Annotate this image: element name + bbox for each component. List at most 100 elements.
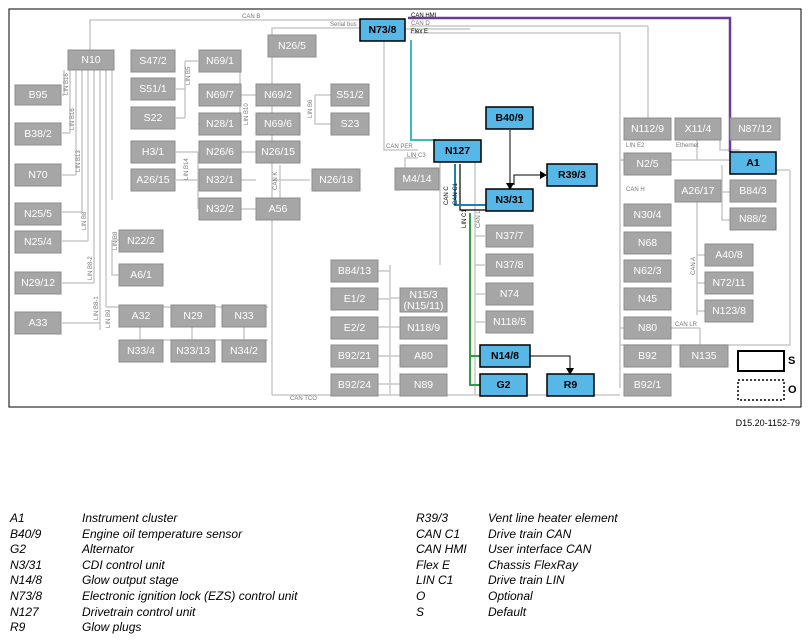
component-a6-1: A6/1 <box>118 263 164 287</box>
figure-id: D15.20-1152-79 <box>735 418 800 428</box>
component-n25-4: N25/4 <box>14 230 62 254</box>
legend-text: Drive train CAN <box>488 526 572 541</box>
component-label: N15/3 <box>409 289 437 301</box>
component-label: N26/18 <box>319 174 353 186</box>
bus-label-lin-b9: LIN B9 <box>106 309 112 328</box>
component-n3-31: N3/31 <box>485 188 534 212</box>
bus-label-lin-b8-1: LIN B8-1 <box>94 296 100 320</box>
component-n135: N135 <box>679 344 729 368</box>
component-n10: N10 <box>67 49 115 71</box>
bus-label-lin-b16-b: LIN B16 <box>70 108 76 130</box>
legend-text: User interface CAN <box>488 542 592 557</box>
component-s22: S22 <box>130 106 176 130</box>
component-label: A33 <box>29 317 48 329</box>
legend-text: Default <box>488 604 527 619</box>
component-n118-9: N118/9 <box>399 316 448 340</box>
bus-label-can-tco: CAN TCO <box>290 396 317 402</box>
component-label: N74 <box>500 288 519 300</box>
legend-code: O <box>416 588 426 603</box>
component-label: N70 <box>28 169 47 181</box>
component-a26-17: A26/17 <box>674 179 722 203</box>
component-label: N25/5 <box>24 208 52 220</box>
component-label: B84/13 <box>338 265 371 277</box>
legend-code: B40/9 <box>10 526 42 541</box>
diagram-frame <box>8 8 802 408</box>
component-b92: B92 <box>623 344 672 368</box>
component-b84-13: B84/13 <box>330 259 379 283</box>
component-n127: N127 <box>433 139 482 163</box>
component-n33: N33 <box>221 304 267 328</box>
bus-label-lin-b13: LIN B13 <box>76 150 82 172</box>
component-n26-6: N26/6 <box>198 140 242 164</box>
component-label: N28/1 <box>206 118 234 130</box>
component-n15-3: N15/3(N15/11) <box>399 287 448 313</box>
legend-text: CDI control unit <box>82 557 165 572</box>
component-label: N2/5 <box>636 158 658 170</box>
component-label: B92/1 <box>634 379 662 391</box>
component-m4-14: M4/14 <box>394 167 440 191</box>
component-label: N29 <box>183 310 202 322</box>
bus-label-can-hmi: CAN HMI <box>411 13 437 19</box>
component-n89: N89 <box>399 373 448 397</box>
component-n62-3: N62/3 <box>623 259 672 283</box>
legend-text: Alternator <box>82 542 135 557</box>
component-label: N3/31 <box>495 194 523 206</box>
key-default-swatch <box>737 350 785 372</box>
bus-label-lin-b8-2: LIN B8-2 <box>88 256 94 280</box>
bus-label-lin-b16-a: LIN B16 <box>64 73 70 95</box>
component-label: R9 <box>564 379 578 391</box>
bus-label-lin-b14: LIN B14 <box>184 158 190 180</box>
component-b40-9: B40/9 <box>485 106 534 130</box>
component-label: N37/8 <box>495 259 523 271</box>
component-label: S47/2 <box>139 55 167 67</box>
legend-text: Drive train LIN <box>488 573 565 588</box>
component-h3-1: H3/1 <box>130 140 176 164</box>
component-n74: N74 <box>485 282 534 306</box>
legend-code: N3/31 <box>10 557 43 572</box>
bus-label-ethernet: Ethernet <box>676 143 699 149</box>
component-n69-2: N69/2 <box>255 83 301 107</box>
component-label: N127 <box>445 145 470 157</box>
bus-label-can-b: CAN B <box>242 14 260 20</box>
key-optional-label: O <box>788 384 797 396</box>
component-g2: G2 <box>479 373 528 397</box>
component-a1: A1 <box>729 151 777 175</box>
component-label: A56 <box>269 203 288 215</box>
component-label: N62/3 <box>633 265 661 277</box>
component-n45: N45 <box>623 287 672 311</box>
legend-text: Drivetrain control unit <box>82 604 196 619</box>
component-n28-1: N28/1 <box>198 112 242 136</box>
bus-label-lin-b6: LIN B6 <box>308 99 314 118</box>
component-label: N118/9 <box>407 322 440 334</box>
component-label: N25/4 <box>24 236 52 248</box>
component-s23: S23 <box>330 112 370 136</box>
component-label: B84/3 <box>739 185 767 197</box>
component-label: A6/1 <box>130 269 152 281</box>
component-b92-21: B92/21 <box>330 344 379 368</box>
component-n37-8: N37/8 <box>485 253 534 277</box>
component-label: S51/1 <box>139 83 167 95</box>
component-n73-8: N73/8 <box>359 18 406 42</box>
component-n14-8: N14/8 <box>479 344 531 368</box>
component-n34-2: N34/2 <box>221 339 267 363</box>
component-label: R39/3 <box>558 169 586 181</box>
component-label: N72/11 <box>712 277 745 289</box>
component-label: N69/6 <box>264 118 292 130</box>
bus-label-can-l: CAN L <box>476 210 482 228</box>
component-e1-2: E1/2 <box>330 287 379 311</box>
component-n37-7: N37/7 <box>485 224 534 248</box>
component-label: B92/24 <box>338 379 371 391</box>
component-label: N69/1 <box>206 55 234 67</box>
bus-label-serial-bus: Serial bus <box>330 22 357 28</box>
component-label: S51/2 <box>336 89 364 101</box>
legend-text: Glow output stage <box>82 573 179 588</box>
component-label: B92 <box>638 350 657 362</box>
component-label: N33/4 <box>127 345 155 357</box>
